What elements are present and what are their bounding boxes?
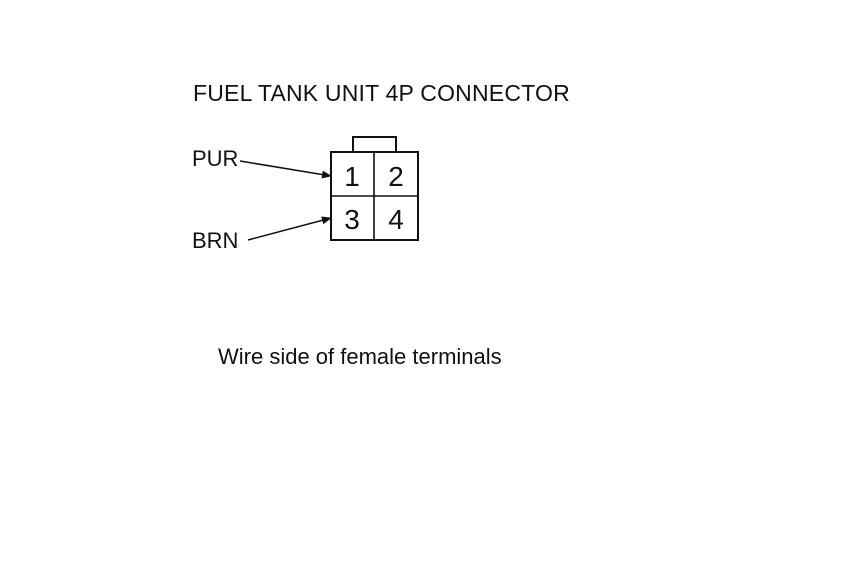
- terminal-view-caption: Wire side of female terminals: [218, 344, 502, 369]
- connector-title: FUEL TANK UNIT 4P CONNECTOR: [193, 80, 570, 106]
- connector-lock-tab: [352, 136, 397, 152]
- pin-1: 1: [344, 161, 360, 192]
- wire-label-pur: PUR: [192, 146, 239, 171]
- pin-2: 2: [388, 161, 404, 192]
- pin-3: 3: [344, 204, 360, 235]
- pur-wire-arrow: [239, 160, 332, 179]
- wire-label-brn: BRN: [192, 228, 239, 253]
- pin-4: 4: [388, 204, 404, 235]
- brn-wire-arrow: [247, 216, 332, 241]
